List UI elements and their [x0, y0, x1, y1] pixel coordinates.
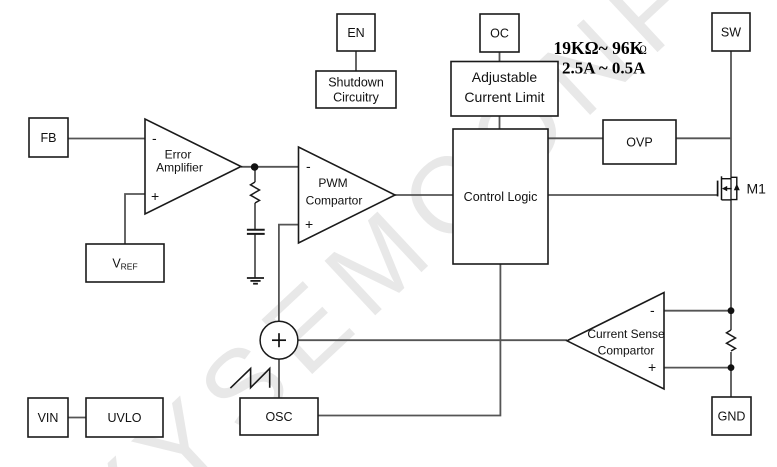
svg-text:Circuitry: Circuitry — [333, 91, 380, 105]
svg-text:Current Sense: Current Sense — [587, 327, 665, 341]
svg-text:Error: Error — [165, 148, 192, 162]
svg-text:Compartor: Compartor — [306, 194, 363, 208]
svg-text:Shutdown: Shutdown — [328, 76, 384, 90]
svg-text:GND: GND — [718, 410, 746, 424]
svg-text:Ω: Ω — [640, 44, 647, 57]
svg-text:Adjustable: Adjustable — [472, 69, 538, 85]
svg-text:EN: EN — [347, 26, 364, 40]
svg-text:-: - — [650, 302, 655, 318]
svg-text:FB: FB — [41, 131, 57, 145]
svg-text:PWM: PWM — [318, 176, 347, 190]
svg-text:-: - — [306, 158, 311, 174]
svg-text:Current Limit: Current Limit — [464, 89, 544, 105]
svg-text:Amplifier: Amplifier — [156, 161, 203, 175]
svg-text:+: + — [151, 188, 159, 204]
svg-text:OC: OC — [490, 27, 509, 41]
svg-text:Control Logic: Control Logic — [464, 190, 538, 204]
svg-text:+: + — [305, 216, 313, 232]
svg-text:OVP: OVP — [626, 136, 652, 150]
svg-text:+: + — [648, 359, 656, 375]
svg-text:VIN: VIN — [38, 411, 59, 425]
svg-text:19KΩ~ 96K: 19KΩ~ 96K — [554, 38, 644, 58]
svg-text:SW: SW — [721, 26, 741, 40]
svg-text:M1: M1 — [747, 181, 767, 197]
svg-text:-: - — [152, 130, 157, 146]
svg-text:OSC: OSC — [265, 410, 292, 424]
svg-text:2.5A ~ 0.5A: 2.5A ~ 0.5A — [562, 59, 646, 78]
svg-text:Compartor: Compartor — [598, 344, 655, 358]
svg-text:UVLO: UVLO — [107, 411, 141, 425]
